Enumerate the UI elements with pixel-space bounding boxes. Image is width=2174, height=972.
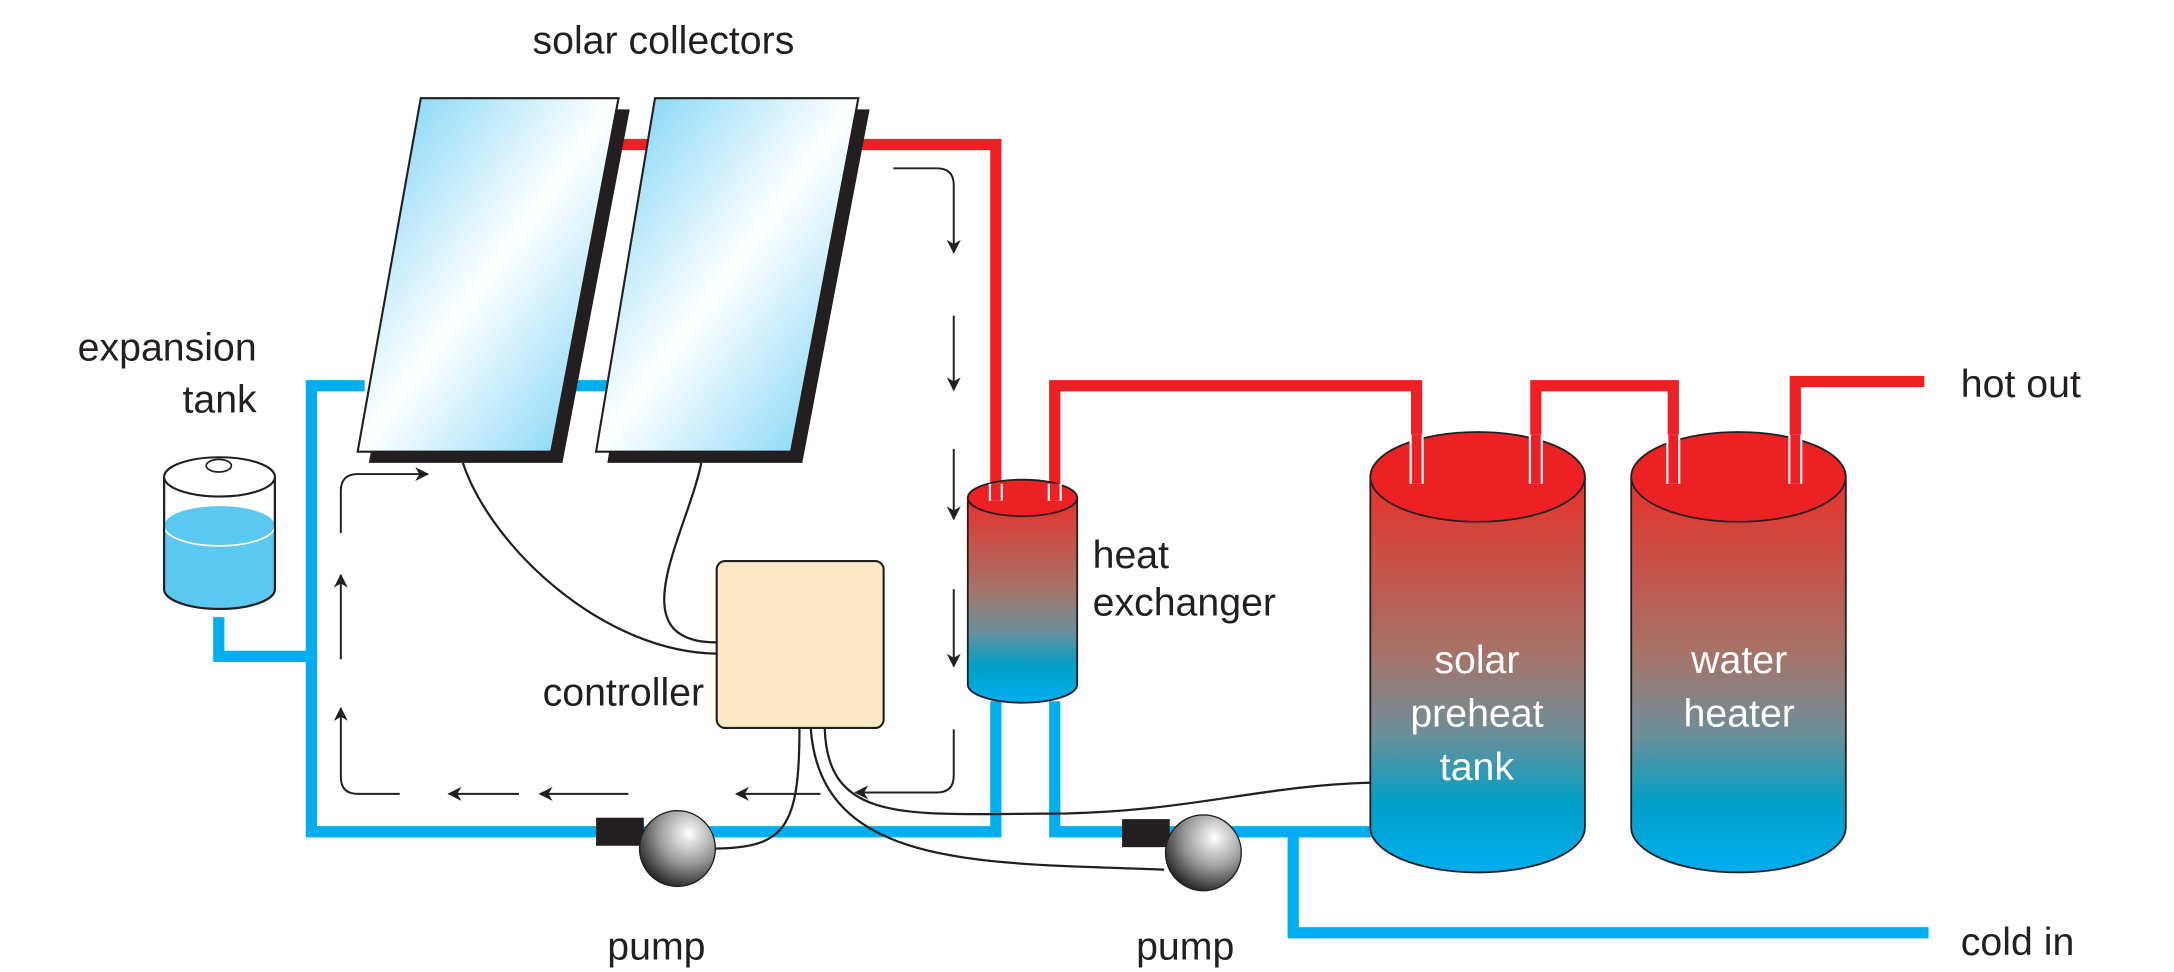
label-water: water bbox=[1690, 638, 1787, 682]
controller-box bbox=[715, 559, 885, 729]
label-heat: heat bbox=[1093, 533, 1170, 577]
pump-right bbox=[1122, 814, 1242, 892]
label-solar: solar bbox=[1434, 638, 1519, 682]
label-hot-out: hot out bbox=[1961, 362, 2081, 406]
cold-pipes bbox=[213, 380, 1929, 939]
pump-left bbox=[596, 809, 717, 888]
label-pump-right: pump bbox=[1136, 924, 1234, 968]
solar-preheat-tank bbox=[1369, 431, 1586, 874]
label-pump-left: pump bbox=[607, 924, 705, 968]
water-heater-tank bbox=[1630, 431, 1847, 874]
label-solar-collectors: solar collectors bbox=[532, 18, 794, 62]
label-expansion: expansion bbox=[78, 325, 257, 369]
label-exchanger: exchanger bbox=[1093, 581, 1276, 625]
expansion-tank bbox=[163, 456, 276, 611]
control-wires bbox=[461, 462, 1372, 871]
label-cold-in: cold in bbox=[1961, 920, 2075, 964]
label-preheat: preheat bbox=[1410, 692, 1543, 736]
solar-collector-2 bbox=[594, 97, 870, 463]
flow-arrows bbox=[333, 167, 961, 801]
label-preheat-tank: tank bbox=[1440, 745, 1515, 789]
heat-exchanger bbox=[966, 478, 1079, 704]
label-controller: controller bbox=[543, 671, 705, 715]
label-tank: tank bbox=[182, 377, 257, 421]
solar-collector-1 bbox=[356, 97, 630, 463]
label-heater: heater bbox=[1684, 692, 1795, 736]
